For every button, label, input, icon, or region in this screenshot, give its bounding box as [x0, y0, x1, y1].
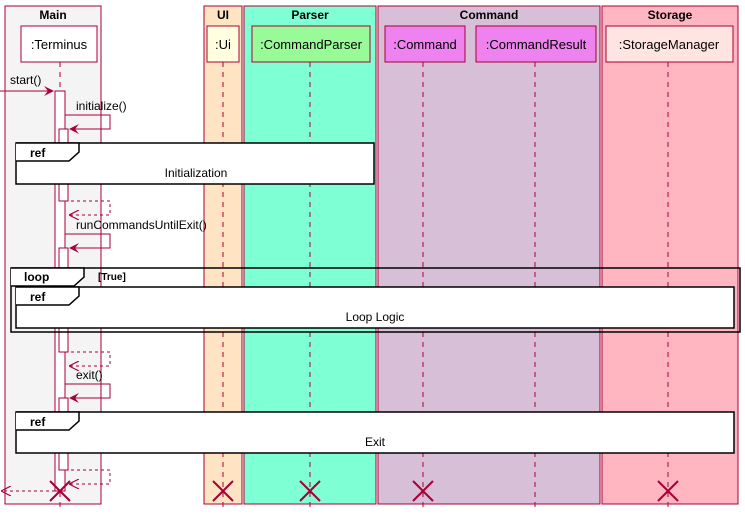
loop-tag: loop	[24, 270, 49, 284]
destroy-terminus-icon	[49, 480, 71, 502]
ref-initialization: ref Initialization	[15, 142, 375, 185]
ref-exit: ref Exit	[15, 411, 735, 454]
destroy-command-icon	[412, 480, 434, 502]
msg-initialize-label: initialize()	[76, 99, 127, 113]
lane-command-title: Command	[460, 8, 519, 22]
participant-terminus-label: :Terminus	[31, 37, 88, 52]
participants: :Terminus :Ui :CommandParser :Command :C…	[20, 25, 734, 63]
ref-initialization-label: Initialization	[165, 166, 228, 180]
msg-run-label: runCommandsUntilExit()	[76, 218, 207, 232]
messages	[0, 86, 111, 491]
ref-initialization-tag: ref	[30, 146, 46, 160]
msg-run-arrow	[65, 233, 111, 253]
msg-exit-return	[65, 469, 111, 484]
destroy-storage-icon	[657, 480, 679, 502]
msg-start-label: start()	[10, 73, 41, 87]
message-labels: start() initialize() runCommandsUntilExi…	[10, 73, 207, 382]
ref-exit-label: Exit	[365, 435, 386, 449]
ref-exit-tag: ref	[30, 415, 46, 429]
lane-main-title: Main	[39, 8, 66, 22]
participant-result-label: :CommandResult	[486, 37, 587, 52]
participant-terminus: :Terminus	[20, 25, 98, 63]
msg-exit-label: exit()	[76, 368, 103, 382]
participant-parser-label: :CommandParser	[260, 37, 363, 52]
ref-loop-logic-label: Loop Logic	[346, 310, 405, 324]
msg-exit-arrow	[65, 383, 111, 403]
msg-initialize-return	[65, 200, 111, 215]
participant-result: :CommandResult	[475, 25, 597, 63]
participant-storage: :StorageManager	[605, 25, 734, 63]
loop-guard: [True]	[98, 272, 126, 283]
ref-loop-logic: ref Loop Logic	[15, 286, 735, 329]
msg-run-return	[65, 351, 111, 366]
lane-parser-title: Parser	[291, 8, 329, 22]
destroy-markers	[49, 480, 679, 502]
participant-command-label: :Command	[393, 37, 457, 52]
participant-storage-label: :StorageManager	[619, 37, 720, 52]
lane-ui-title: UI	[217, 8, 229, 22]
participant-ui-label: :Ui	[215, 37, 231, 52]
destroy-parser-icon	[299, 480, 321, 502]
destroy-ui-icon	[212, 480, 234, 502]
lane-storage-title: Storage	[648, 8, 693, 22]
participant-command: :Command	[384, 25, 466, 63]
participant-parser: :CommandParser	[251, 25, 371, 63]
msg-initialize-arrow	[65, 114, 111, 134]
loop-frame: loop [True]	[10, 267, 741, 333]
ref-loop-logic-tag: ref	[30, 290, 46, 304]
participant-ui: :Ui	[206, 25, 240, 63]
